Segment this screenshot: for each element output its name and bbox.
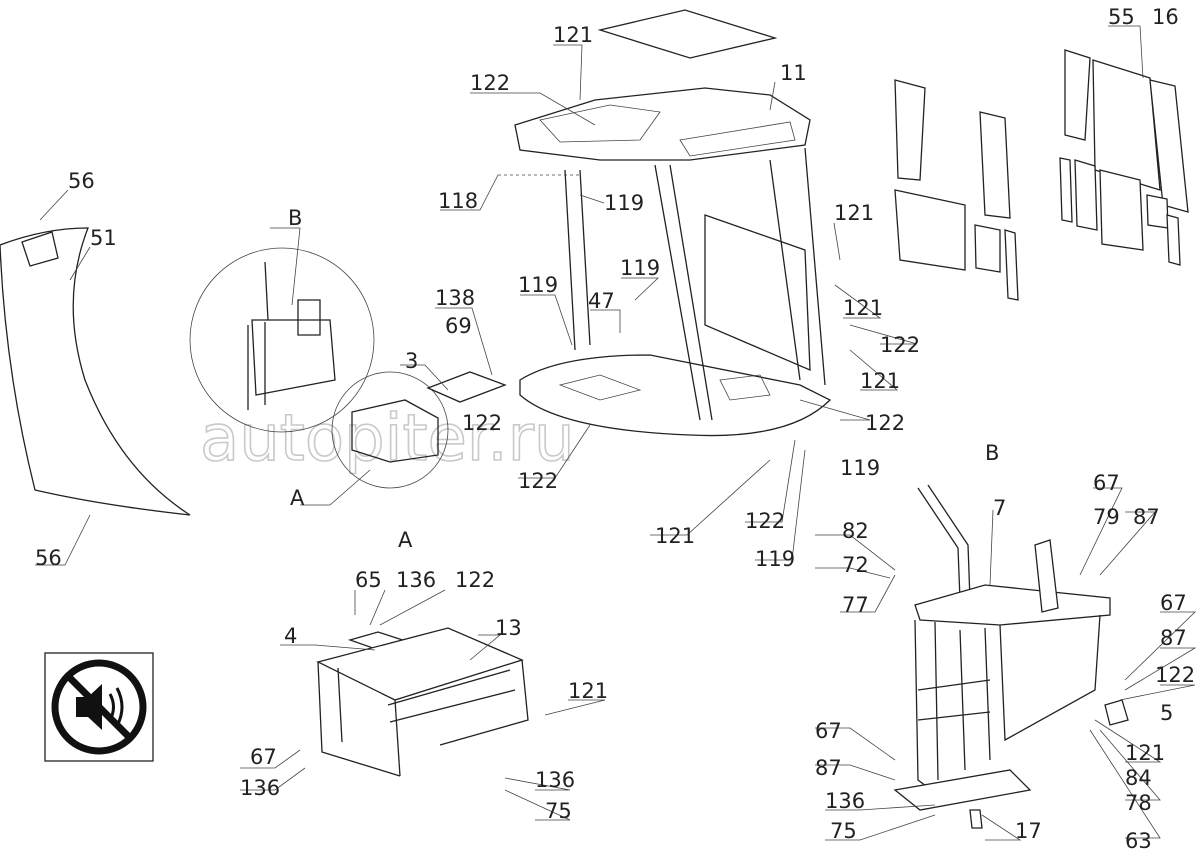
callout-138: 138 — [435, 286, 475, 310]
callout-122: 122 — [1155, 663, 1195, 687]
callout-67: 67 — [1093, 471, 1120, 495]
section-label-b: B — [985, 441, 999, 465]
cabin-frame-11 — [514, 87, 832, 437]
callout-13: 13 — [495, 616, 522, 640]
callout-87: 87 — [1133, 505, 1160, 529]
callout-122: 122 — [455, 568, 495, 592]
detail-b-circle — [189, 247, 375, 433]
callout-136: 136 — [396, 568, 436, 592]
callout-75: 75 — [545, 799, 572, 823]
window-glass-panels — [894, 49, 1189, 301]
callout-11: 11 — [780, 61, 807, 85]
callout-119: 119 — [755, 547, 795, 571]
callout-67: 67 — [815, 719, 842, 743]
callout-122: 122 — [865, 411, 905, 435]
leader-lines — [35, 25, 1197, 841]
callout-122: 122 — [745, 509, 785, 533]
callout-121: 121 — [843, 296, 883, 320]
callout-5: 5 — [1160, 701, 1173, 725]
callout-56: 56 — [68, 169, 95, 193]
callout-122: 122 — [470, 71, 510, 95]
callout-75: 75 — [830, 819, 857, 843]
callout-122: 122 — [462, 411, 502, 435]
callout-119: 119 — [604, 191, 644, 215]
callout-121: 121 — [834, 201, 874, 225]
callout-65: 65 — [355, 568, 382, 592]
callout-121: 121 — [553, 23, 593, 47]
callout-82: 82 — [842, 519, 869, 543]
roof-panel — [597, 9, 778, 59]
callout-119: 119 — [620, 256, 660, 280]
callout-119: 119 — [840, 456, 880, 480]
callout-78: 78 — [1125, 791, 1152, 815]
callout-121: 121 — [1125, 741, 1165, 765]
callout-79: 79 — [1093, 505, 1120, 529]
callout-a: A — [290, 486, 305, 510]
callout-121: 121 — [860, 369, 900, 393]
callout-3: 3 — [405, 349, 418, 373]
callout-67: 67 — [1160, 591, 1187, 615]
callout-47: 47 — [588, 289, 615, 313]
callout-87: 87 — [1160, 626, 1187, 650]
callout-121: 121 — [655, 524, 695, 548]
callout-16: 16 — [1152, 5, 1179, 29]
callout-63: 63 — [1125, 829, 1152, 853]
callout-56: 56 — [35, 546, 62, 570]
assembly-b — [893, 484, 1129, 829]
callout-51: 51 — [90, 226, 117, 250]
callout-69: 69 — [445, 314, 472, 338]
callout-77: 77 — [842, 593, 869, 617]
callout-7: 7 — [993, 496, 1006, 520]
plate-3 — [426, 371, 507, 403]
side-panel-51 — [0, 227, 191, 516]
callout-136: 136 — [825, 789, 865, 813]
callout-55: 55 — [1108, 5, 1135, 29]
callout-67: 67 — [250, 745, 277, 769]
callout-84: 84 — [1125, 766, 1152, 790]
callout-121: 121 — [568, 679, 608, 703]
section-label-a: A — [398, 528, 413, 552]
detail-a-circle — [331, 371, 449, 489]
callout-17: 17 — [1015, 819, 1042, 843]
no-sound-icon — [44, 652, 154, 762]
callout-136: 136 — [240, 776, 280, 800]
watermark: autopiter.ru — [200, 402, 575, 476]
assembly-a — [316, 627, 529, 777]
callout-labels: 121 122 11 55 16 56 51 B 118 119 121 119… — [35, 5, 1195, 853]
callout-122: 122 — [518, 469, 558, 493]
callout-122: 122 — [880, 333, 920, 357]
callout-118: 118 — [438, 189, 478, 213]
callout-4: 4 — [284, 624, 297, 648]
callout-119: 119 — [518, 273, 558, 297]
callout-87: 87 — [815, 756, 842, 780]
callout-136: 136 — [535, 768, 575, 792]
callout-72: 72 — [842, 553, 869, 577]
callout-b: B — [288, 206, 302, 230]
